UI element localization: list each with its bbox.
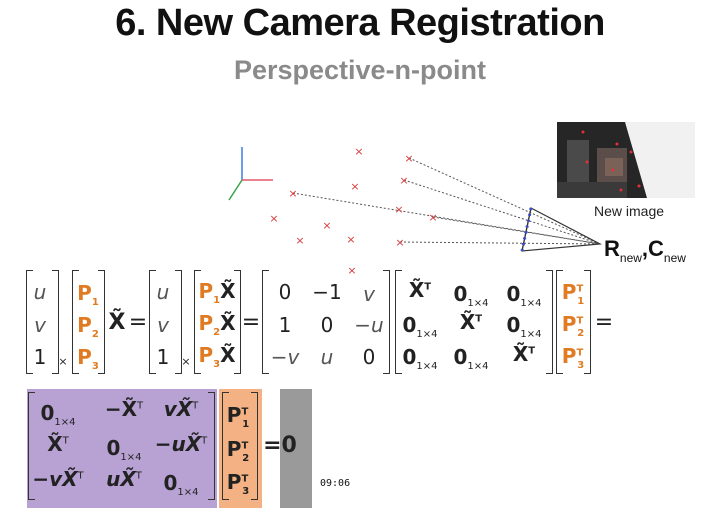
svg-text:×: × [346, 233, 355, 246]
equals-2: = [241, 310, 261, 335]
svg-text:×: × [269, 212, 278, 225]
cross-symbol: × [58, 355, 68, 368]
new-image-label: New image [593, 203, 665, 219]
svg-text:×: × [347, 264, 356, 277]
video-timestamp: 09:06 [320, 478, 351, 489]
svg-text:×: × [395, 236, 404, 249]
equals-3: = [594, 310, 614, 335]
svg-text:×: × [404, 152, 413, 165]
p1-x: P1X̃ [198, 279, 236, 306]
vec-one: 1 [33, 345, 47, 369]
p3-x: P3X̃ [198, 343, 236, 370]
svg-text:×: × [354, 145, 363, 158]
svg-text:×: × [350, 180, 359, 193]
image-plane [520, 207, 603, 252]
3d-points: × × × × × × × × × × × × × [269, 145, 437, 277]
p3: P3 [77, 345, 99, 372]
new-image-thumbnail [557, 122, 695, 198]
p2-x: P2X̃ [198, 311, 236, 338]
p2: P2 [77, 313, 99, 340]
center-symbol: C [648, 236, 664, 261]
rotation-symbol: R [604, 236, 620, 261]
equals-zero: =0 [263, 433, 297, 458]
svg-text:×: × [295, 234, 304, 247]
equation-1: u v 1 × P1 P2 P3 X̃ = u v 1 × P1X̃ P2X̃ … [26, 270, 614, 374]
highlight-orange [219, 389, 262, 508]
equals-1: = [128, 310, 148, 335]
svg-text:×: × [399, 174, 408, 187]
svg-text:×: × [322, 219, 331, 232]
projection-rays [292, 157, 601, 245]
world-axes-icon [228, 147, 273, 201]
highlight-purple [27, 389, 217, 508]
x-tilde: X̃ [108, 310, 126, 335]
slide-title: 6. New Camera Registration [115, 2, 605, 44]
svg-text:×: × [394, 203, 403, 216]
highlight-gray [280, 389, 312, 508]
svg-text:×: × [428, 211, 437, 224]
svg-text:×: × [288, 187, 297, 200]
vec-v: v [34, 313, 46, 337]
slide-subtitle: Perspective-n-point [233, 55, 487, 85]
vec-u: u [33, 280, 47, 304]
pnp-scene: × × × × × × × × × × × × × [228, 145, 603, 277]
camera-pose-label: Rnew,Cnew [604, 236, 686, 265]
p1: P1 [77, 281, 99, 308]
